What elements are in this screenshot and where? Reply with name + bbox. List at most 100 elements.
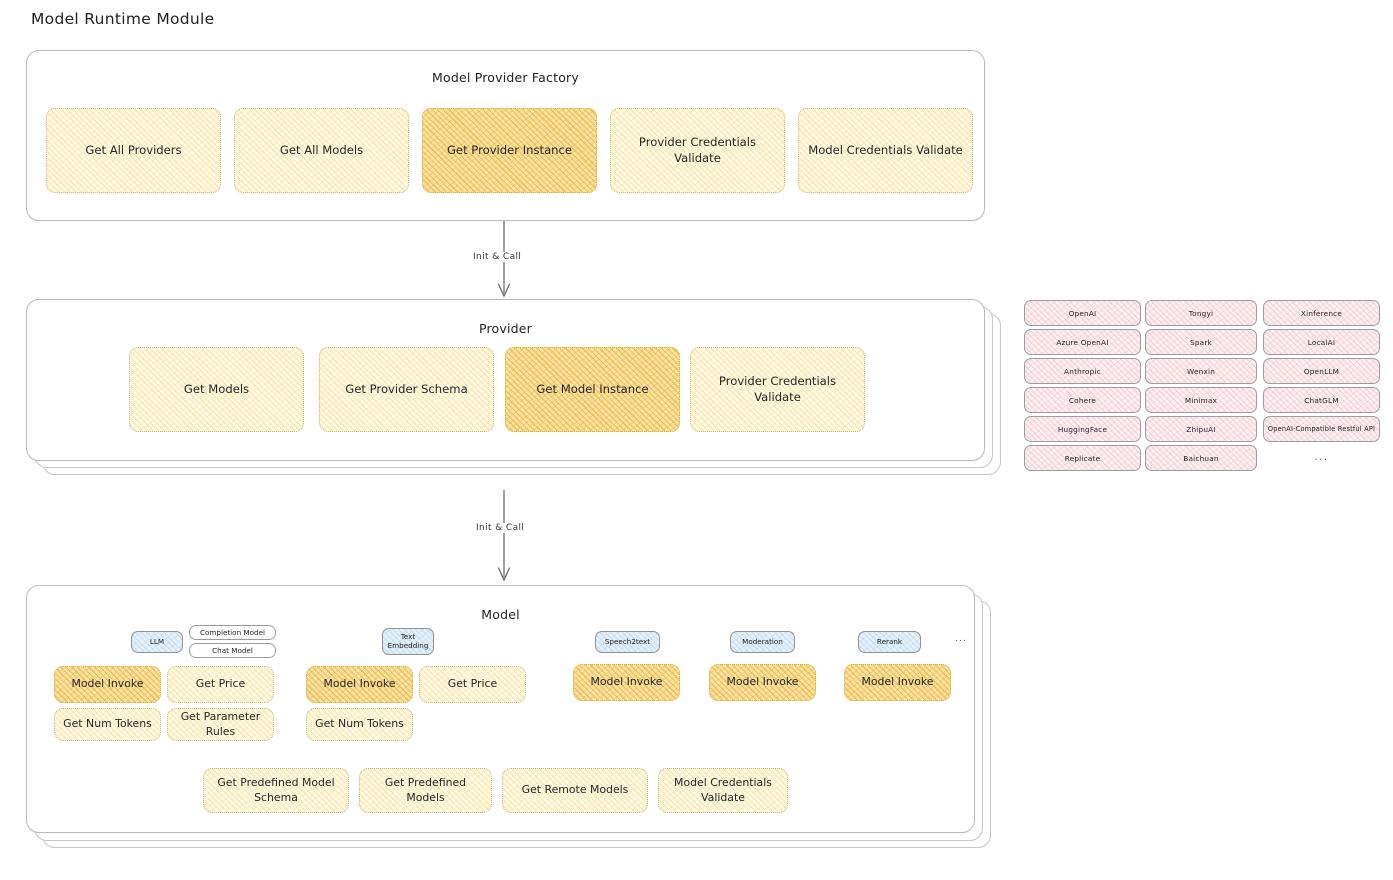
provider-chip-label: ChatGLM (1304, 395, 1339, 405)
embedding-op-get-price[interactable]: Get Price (419, 666, 526, 703)
provider-chip-wenxin[interactable]: Wenxin (1145, 358, 1257, 384)
llm-op-model-invoke[interactable]: Model Invoke (54, 666, 161, 703)
provider-box-get-model-instance[interactable]: Get Model Instance (505, 347, 680, 432)
op-label: Get Parameter Rules (180, 709, 261, 738)
provider-box-provider-credentials-validate[interactable]: Provider Credentials Validate (690, 347, 865, 432)
factory-box-model-credentials-validate[interactable]: Model Credentials Validate (798, 108, 973, 193)
model-panel: Model LLM Completion Model Chat Model Te… (26, 585, 975, 833)
provider-box-label: Get Model Instance (536, 381, 649, 396)
model-subtype-label: Completion Model (199, 628, 266, 637)
op-label: Model Invoke (861, 675, 934, 689)
model-types-more-ellipsis: ... (955, 634, 968, 644)
provider-chip-label: Baichuan (1183, 453, 1219, 463)
provider-chip-label: Replicate (1064, 453, 1101, 463)
embedding-op-model-invoke[interactable]: Model Invoke (306, 666, 413, 703)
connector-arrow-provider-to-model (497, 490, 511, 582)
provider-chip-cohere[interactable]: Cohere (1024, 387, 1141, 413)
op-label: Get Remote Models (521, 783, 629, 797)
model-type-chip-rerank[interactable]: Rerank (858, 631, 921, 653)
rerank-op-model-invoke[interactable]: Model Invoke (844, 664, 951, 701)
provider-chip-label: Spark (1190, 337, 1212, 347)
provider-chip-huggingface[interactable]: HuggingFace (1024, 416, 1141, 442)
op-label: Get Num Tokens (315, 717, 404, 731)
provider-chip-minimax[interactable]: Minimax (1145, 387, 1257, 413)
factory-box-get-all-models[interactable]: Get All Models (234, 108, 409, 193)
op-label: Get Predefined Models (384, 775, 467, 804)
provider-chip-label: Anthropic (1064, 366, 1101, 376)
speech2text-op-model-invoke[interactable]: Model Invoke (573, 664, 680, 701)
provider-chip-label: Wenxin (1186, 366, 1216, 376)
factory-box-label: Get All Models (279, 142, 364, 157)
embedding-op-get-num-tokens[interactable]: Get Num Tokens (306, 708, 413, 741)
connector-label-init-call-2: Init & Call (473, 523, 528, 533)
provider-chip-label: HuggingFace (1057, 424, 1108, 434)
provider-box-get-provider-schema[interactable]: Get Provider Schema (319, 347, 494, 432)
moderation-op-model-invoke[interactable]: Model Invoke (709, 664, 816, 701)
provider-chip-openai[interactable]: OpenAI (1024, 300, 1141, 326)
model-panel-title: Model (481, 607, 520, 622)
model-subtype-label: Chat Model (212, 646, 253, 655)
model-type-chip-speech2text[interactable]: Speech2text (595, 631, 660, 653)
provider-chip-label: Tongyi (1188, 308, 1214, 318)
factory-box-label: Get All Providers (85, 142, 182, 157)
op-label: Model Invoke (323, 677, 396, 691)
provider-chip-baichuan[interactable]: Baichuan (1145, 445, 1257, 471)
common-op-get-predefined-models[interactable]: Get Predefined Models (359, 768, 492, 813)
common-op-get-predefined-model-schema[interactable]: Get Predefined Model Schema (203, 768, 349, 813)
op-label: Get Price (195, 677, 246, 691)
provider-box-label: Get Models (183, 381, 250, 396)
provider-chip-replicate[interactable]: Replicate (1024, 445, 1141, 471)
connector-label-init-call-1: Init & Call (470, 252, 525, 262)
factory-box-provider-credentials-validate[interactable]: Provider Credentials Validate (610, 108, 785, 193)
provider-chip-spark[interactable]: Spark (1145, 329, 1257, 355)
model-subtype-chip-chat-model[interactable]: Chat Model (189, 643, 276, 658)
common-op-get-remote-models[interactable]: Get Remote Models (502, 768, 648, 813)
provider-chip-azure-openai[interactable]: Azure OpenAI (1024, 329, 1141, 355)
provider-chip-label: OpenLLM (1303, 366, 1340, 376)
factory-box-label: Model Credentials Validate (808, 142, 963, 157)
provider-box-get-models[interactable]: Get Models (129, 347, 304, 432)
provider-implementations-list: OpenAI Azure OpenAI Anthropic Cohere Hug… (1024, 300, 1380, 475)
llm-op-get-num-tokens[interactable]: Get Num Tokens (54, 708, 161, 741)
provider-panel-title: Provider (478, 321, 533, 336)
provider-chip-tongyi[interactable]: Tongyi (1145, 300, 1257, 326)
op-label: Get Predefined Model Schema (217, 775, 335, 804)
op-label: Model Invoke (590, 675, 663, 689)
provider-chip-localai[interactable]: LocalAI (1263, 329, 1380, 355)
provider-box-label: Get Provider Schema (345, 381, 468, 396)
model-type-label: LLM (149, 636, 165, 646)
provider-list-more-ellipsis: ... (1314, 452, 1329, 463)
provider-chip-label: Cohere (1068, 395, 1097, 405)
provider-box-label: Provider Credentials Validate (718, 373, 837, 404)
op-label: Get Num Tokens (63, 717, 152, 731)
factory-box-get-provider-instance[interactable]: Get Provider Instance (422, 108, 597, 193)
model-type-chip-text-embedding[interactable]: Text Embedding (382, 628, 434, 655)
provider-chip-anthropic[interactable]: Anthropic (1024, 358, 1141, 384)
provider-chip-label: Xinference (1300, 308, 1343, 318)
op-label: Model Credentials Validate (674, 775, 772, 804)
provider-chip-label: LocalAI (1307, 337, 1336, 347)
provider-chip-openllm[interactable]: OpenLLM (1263, 358, 1380, 384)
factory-box-get-all-providers[interactable]: Get All Providers (46, 108, 221, 193)
model-type-chip-moderation[interactable]: Moderation (730, 631, 795, 653)
op-label: Model Invoke (726, 675, 799, 689)
model-type-label: Text Embedding (387, 631, 429, 650)
model-type-label: Moderation (742, 636, 783, 646)
provider-chip-label: ZhipuAI (1186, 424, 1216, 434)
model-subtype-chip-completion-model[interactable]: Completion Model (189, 625, 276, 640)
provider-panel: Provider Get Models Get Provider Schema … (26, 299, 985, 461)
provider-chip-xinference[interactable]: Xinference (1263, 300, 1380, 326)
op-label: Get Price (447, 677, 498, 691)
common-op-model-credentials-validate[interactable]: Model Credentials Validate (658, 768, 788, 813)
llm-op-get-price[interactable]: Get Price (167, 666, 274, 703)
provider-chip-chatglm[interactable]: ChatGLM (1263, 387, 1380, 413)
provider-chip-openai-compatible-restful-api[interactable]: OpenAI-Compatible Restful API (1263, 416, 1380, 442)
factory-box-label: Provider Credentials Validate (638, 134, 757, 165)
model-type-label: Rerank (876, 636, 903, 646)
op-label: Model Invoke (71, 677, 144, 691)
provider-chip-zhipuai[interactable]: ZhipuAI (1145, 416, 1257, 442)
model-type-label: Speech2text (604, 636, 651, 646)
provider-chip-label: OpenAI (1068, 308, 1097, 318)
llm-op-get-parameter-rules[interactable]: Get Parameter Rules (167, 708, 274, 741)
model-type-chip-llm[interactable]: LLM (131, 631, 183, 653)
